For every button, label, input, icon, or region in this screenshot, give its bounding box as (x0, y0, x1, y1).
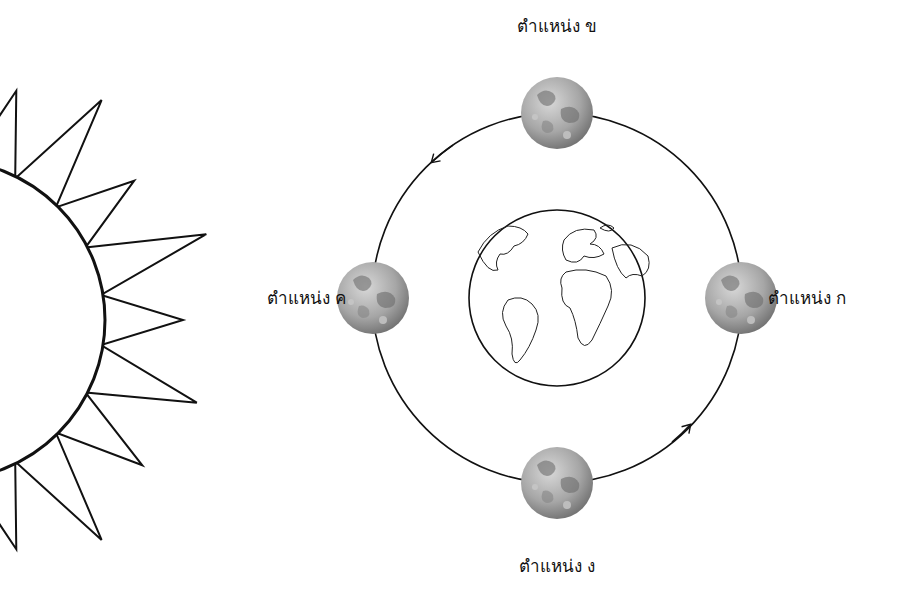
orbit-arrow (672, 425, 690, 442)
moon-drawing (705, 262, 777, 334)
orbit-circle (372, 113, 742, 483)
moon-drawing (337, 262, 409, 334)
position-label: ตำแหน่ง ง (519, 556, 595, 576)
earth-drawing (469, 210, 649, 386)
orbit-arrow (432, 145, 453, 162)
position-label: ตำแหน่ง ข (517, 16, 597, 36)
position-label: ตำแหน่ง ก (768, 288, 846, 308)
moon-drawing (521, 447, 593, 519)
moon-drawing (521, 77, 593, 149)
sun-drawing (0, 58, 206, 582)
position-label: ตำแหน่ง ค (267, 288, 346, 308)
